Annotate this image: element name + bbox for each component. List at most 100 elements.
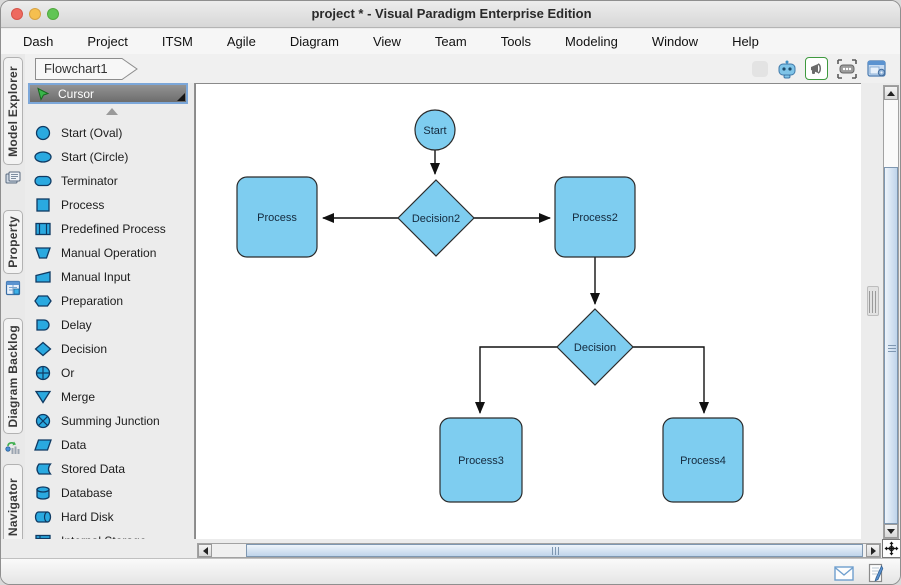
palette-item-decision[interactable]: Decision [25,337,195,361]
title-bar: project * - Visual Paradigm Enterprise E… [1,1,900,28]
preparation-icon [34,295,52,307]
palette-item-start-oval[interactable]: Start (Oval) [25,121,195,145]
menu-tools[interactable]: Tools [500,34,532,49]
tab-label: Flowchart1 [44,61,108,76]
bottom-left-filler [1,539,195,558]
menu-modeling[interactable]: Modeling [565,34,618,49]
palette-item-summing-junction[interactable]: Summing Junction [25,409,195,433]
shape-palette: Cursor Start (Oval) Start (Circle) Termi… [25,83,195,558]
node-process3-label: Process3 [458,455,504,467]
node-decision-label: Decision [574,342,616,354]
menu-view[interactable]: View [372,34,401,49]
merge-icon [34,390,52,404]
database-icon [36,486,50,500]
scroll-down-button[interactable] [884,524,898,538]
start-oval-icon [35,125,51,141]
horizontal-scroll-thumb[interactable] [246,544,863,557]
right-panel-gap [861,83,900,539]
menu-team[interactable]: Team [434,34,467,49]
side-tab-model-explorer[interactable]: Model Explorer [3,57,23,165]
edge-decision-process3[interactable] [475,346,557,414]
node-start[interactable] [414,109,456,151]
property-icon[interactable] [5,280,21,296]
scroll-up-button[interactable] [884,86,898,100]
side-tab-diagram-backlog[interactable]: Diagram Backlog [3,318,23,434]
menu-dash[interactable]: Dash [23,34,54,49]
palette-item-merge[interactable]: Merge [25,385,195,409]
delay-icon [36,319,50,331]
pan-diagram-button[interactable] [882,539,900,558]
side-tab-property[interactable]: Property [3,210,23,274]
menu-help[interactable]: Help [732,34,759,49]
palette-item-hard-disk[interactable]: Hard Disk [25,505,195,529]
palette-item-start-circle[interactable]: Start (Circle) [25,145,195,169]
palette-item-delay[interactable]: Delay [25,313,195,337]
menu-window[interactable]: Window [651,34,699,49]
palette-item-or[interactable]: Or [25,361,195,385]
palette-item-predefined-process[interactable]: Predefined Process [25,217,195,241]
node-process2[interactable] [554,176,636,258]
menu-agile[interactable]: Agile [226,34,256,49]
palette-item-database[interactable]: Database [25,481,195,505]
menu-bar: Dash Project ITSM Agile Diagram View Tea… [1,29,900,54]
panel-splitter-handle[interactable] [867,286,879,316]
scroll-right-button[interactable] [866,544,880,557]
palette-item-preparation[interactable]: Preparation [25,289,195,313]
palette-scroll-up-arrow[interactable] [106,108,118,115]
cursor-tool-label: Cursor [58,86,95,101]
message-envelope-icon[interactable] [834,565,854,581]
horizontal-scrollbar-row [195,539,882,558]
scroll-left-button[interactable] [198,544,212,557]
node-process2-label: Process2 [572,212,618,224]
zoom-window-button[interactable] [47,8,59,20]
palette-item-process[interactable]: Process [25,193,195,217]
manual-input-icon [35,271,51,283]
menu-diagram[interactable]: Diagram [289,34,339,49]
node-process3[interactable] [439,417,523,503]
data-icon [34,439,52,451]
status-bar [1,558,900,584]
menu-project[interactable]: Project [87,34,128,49]
palette-item-manual-operation[interactable]: Manual Operation [25,241,195,265]
tab-flowchart1[interactable]: Flowchart1 [34,57,140,81]
close-window-button[interactable] [11,8,23,20]
palette-item-data[interactable]: Data [25,433,195,457]
model-explorer-icon[interactable] [5,170,21,186]
menu-itsm[interactable]: ITSM [161,34,193,49]
horizontal-scrollbar[interactable] [197,543,881,558]
panel-settings-icon[interactable] [865,57,888,80]
hard-disk-icon [34,511,52,523]
megaphone-icon[interactable] [805,57,828,80]
summing-junction-icon [35,413,51,429]
flowchart-drawing: Start Process Decision2 Process2 Decisio… [236,109,744,503]
vertical-scroll-thumb[interactable] [884,167,898,524]
diagram-canvas[interactable]: Start Process Decision2 Process2 Decisio… [195,83,861,539]
predefined-process-icon [35,222,51,236]
diagram-backlog-icon[interactable] [5,440,21,456]
node-process4[interactable] [662,417,744,503]
notes-document-icon[interactable] [868,563,884,583]
vertical-scrollbar[interactable] [883,85,899,539]
start-circle-icon [34,151,52,163]
palette-item-stored-data[interactable]: Stored Data [25,457,195,481]
stored-data-icon [36,463,52,475]
minimize-window-button[interactable] [29,8,41,20]
palette-item-manual-input[interactable]: Manual Input [25,265,195,289]
edge-decision-process4[interactable] [633,346,709,414]
side-tab-navigator[interactable]: Navigator [3,464,23,550]
diagram-tab-bar: Flowchart1 [25,54,900,83]
node-process4-label: Process4 [680,455,726,467]
cursor-tool-more-triangle [177,93,185,101]
decision-icon [34,341,52,357]
robot-assistant-icon[interactable] [775,57,798,80]
node-process[interactable] [236,176,318,258]
node-decision2[interactable] [397,179,475,257]
side-tab-strip: Model Explorer Property Diagram Backlog [1,54,25,558]
or-icon [35,365,51,381]
node-process-label: Process [257,212,297,224]
palette-item-terminator[interactable]: Terminator [25,169,195,193]
layer-selection-icon[interactable] [835,57,858,80]
cursor-tool-button[interactable]: Cursor [28,83,188,104]
node-decision[interactable] [556,308,634,386]
